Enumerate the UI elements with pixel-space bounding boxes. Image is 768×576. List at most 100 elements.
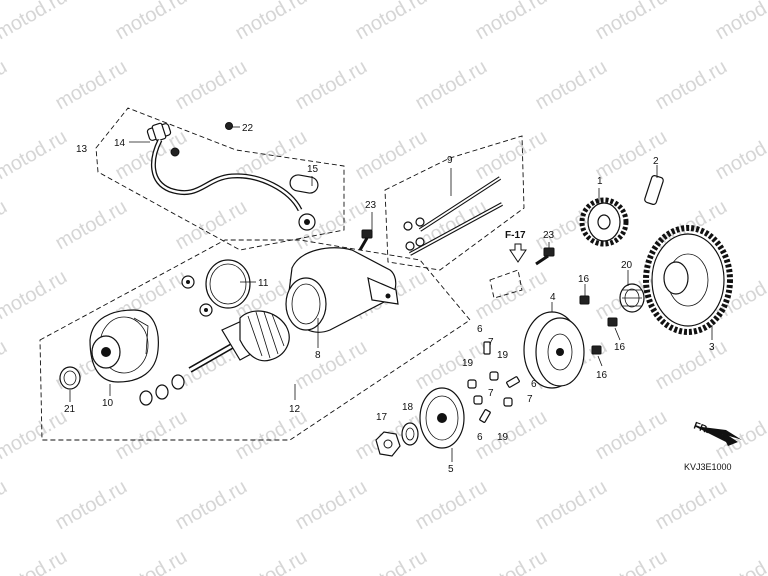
reference-label: F-17: [505, 230, 526, 241]
callout-21: 21: [64, 404, 76, 415]
watermark-text: motod.ru: [412, 56, 491, 115]
watermark-text: motod.ru: [292, 476, 371, 535]
watermark-text: motod.ru: [532, 56, 611, 115]
callout-19a: 19: [462, 358, 474, 369]
callout-7a: 7: [488, 337, 494, 348]
callout-6c: 6: [477, 432, 483, 443]
callout-10: 10: [102, 398, 114, 409]
thrust-washer: [59, 366, 81, 390]
leader-lines: [69, 126, 713, 462]
watermark-text: motod.ru: [652, 476, 731, 535]
front-arrow: [694, 426, 742, 446]
watermark-text: motod.ru: [712, 546, 768, 576]
callout-17: 17: [376, 412, 388, 423]
watermark-text: motod.ru: [0, 56, 11, 115]
watermark-text: motod.ru: [0, 336, 11, 395]
callout-16b: 16: [614, 342, 626, 353]
watermark-text: motod.ru: [712, 0, 768, 44]
callout-15: 15: [307, 164, 319, 175]
watermark-text: motod.ru: [172, 196, 251, 255]
watermark-text: motod.ru: [352, 546, 431, 576]
callout-20: 20: [621, 260, 633, 271]
gear-shaft: [644, 175, 664, 205]
callout-16a: 16: [578, 274, 590, 285]
callout-19b: 19: [497, 350, 509, 361]
callout-19c: 19: [497, 432, 509, 443]
watermark-text: motod.ru: [652, 336, 731, 395]
callout-6a: 6: [477, 324, 483, 335]
watermark-text: motod.ru: [592, 126, 671, 185]
watermark-text: motod.ru: [352, 126, 431, 185]
watermark-text: motod.ru: [532, 476, 611, 535]
diagram-code: KVJ3E1000: [684, 462, 732, 472]
watermark-text: motod.ru: [0, 0, 71, 44]
driven-gear: [643, 225, 733, 335]
watermark-text: motod.ru: [0, 196, 11, 255]
long-bolts: [403, 176, 503, 256]
watermark-text: motod.ru: [232, 0, 311, 44]
callout-22: 22: [242, 123, 254, 134]
watermark-text: motod.ru: [52, 476, 131, 535]
watermark-text: motod.ru: [172, 56, 251, 115]
watermark-text: motod.ru: [112, 406, 191, 465]
o-ring: [205, 259, 251, 309]
callout-16c: 16: [596, 370, 608, 381]
shaft-washers: [139, 374, 185, 406]
watermark-text: motod.ru: [472, 0, 551, 44]
callout-8: 8: [315, 350, 321, 361]
watermark-text: motod.ru: [472, 126, 551, 185]
callout-3: 3: [709, 342, 715, 353]
callout-14: 14: [114, 138, 126, 149]
watermark-text: motod.ru: [112, 0, 191, 44]
starter-cable: [146, 122, 319, 231]
callout-18: 18: [402, 402, 414, 413]
clutch-outer: [419, 387, 465, 449]
group-13-outline: [95, 107, 345, 251]
small-washers: [181, 275, 213, 317]
starter-clutch: [523, 311, 585, 389]
watermark-text: motod.ru: [592, 546, 671, 576]
bolt-23-right: [535, 247, 555, 266]
reference-f17: [489, 243, 527, 299]
group-9-outline: [384, 135, 525, 271]
watermark-text: motod.ru: [292, 336, 371, 395]
callout-13: 13: [76, 144, 88, 155]
group-12-outline: [39, 239, 471, 441]
bolts-16: [579, 295, 618, 355]
needle-bearing: [619, 283, 645, 313]
watermark-text: motod.ru: [0, 126, 71, 185]
watermark-text: motod.ru: [0, 546, 71, 576]
clutch-rollers: [467, 341, 520, 423]
washer-18: [401, 422, 419, 446]
motor-housing: [285, 247, 399, 333]
callout-23b: 23: [543, 230, 555, 241]
callout-2: 2: [653, 156, 659, 167]
callout-labels: 1 2 3 4 5 6 6 6 7 7 7 8 9 10 11 12 13 14…: [64, 123, 732, 475]
watermark-text: motod.ru: [0, 476, 11, 535]
callout-6b: 6: [531, 379, 537, 390]
idle-gear: [579, 197, 629, 247]
watermark-text: motod.ru: [0, 406, 71, 465]
bolt-23-upper: [358, 229, 373, 251]
watermark-text: motod.ru: [52, 56, 131, 115]
watermark-text: motod.ru: [292, 56, 371, 115]
watermark-text: motod.ru: [592, 0, 671, 44]
watermark-text: motod.ru: [592, 406, 671, 465]
watermark-text: motod.ru: [0, 266, 71, 325]
callout-1: 1: [597, 176, 603, 187]
callout-9: 9: [447, 155, 453, 166]
watermark-text: motod.ru: [472, 546, 551, 576]
watermark-text: motod.ru: [232, 546, 311, 576]
callout-5: 5: [448, 464, 454, 475]
callout-23a: 23: [365, 200, 377, 211]
watermark-text: motod.ru: [412, 336, 491, 395]
callout-12: 12: [289, 404, 301, 415]
armature: [188, 310, 290, 373]
callout-7b: 7: [488, 388, 494, 399]
callout-11: 11: [258, 278, 269, 289]
callout-4: 4: [550, 292, 556, 303]
watermark-text: motod.ru: [172, 476, 251, 535]
watermark-text: motod.ru: [52, 196, 131, 255]
